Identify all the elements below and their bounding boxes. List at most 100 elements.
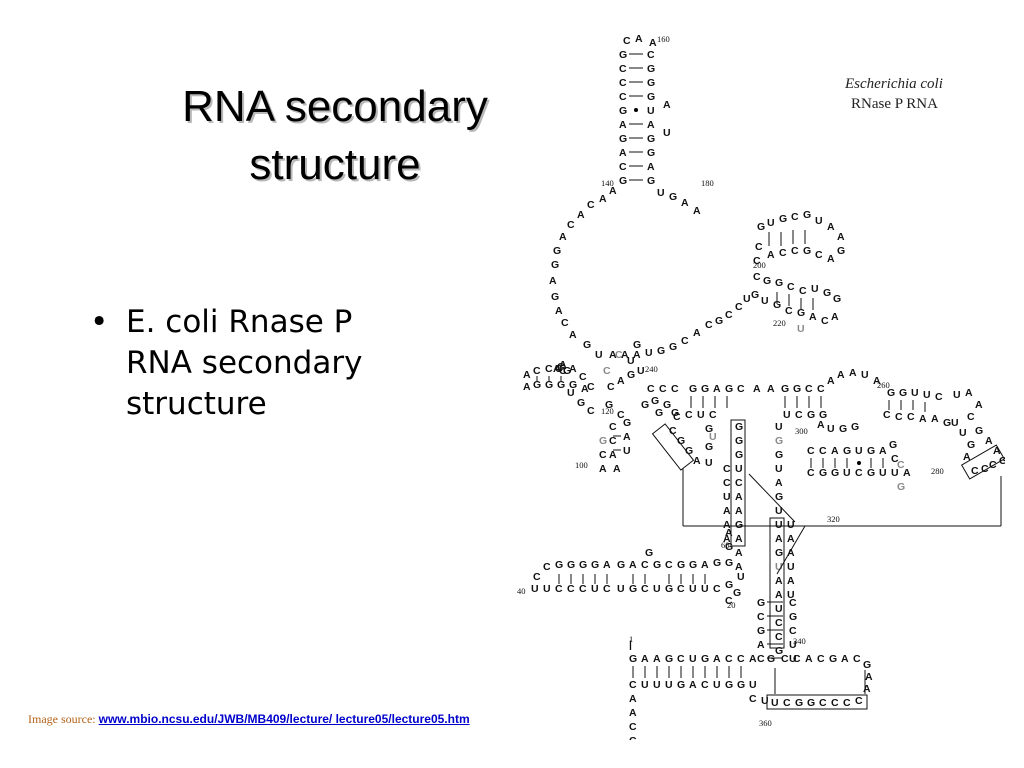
svg-text:C: C (753, 271, 761, 283)
svg-text:A: A (599, 463, 607, 475)
svg-text:G: G (577, 397, 585, 409)
svg-text:A: A (653, 653, 661, 665)
svg-text:A: A (633, 349, 641, 361)
svg-text:C: C (895, 411, 903, 423)
svg-text:C: C (533, 571, 541, 583)
svg-text:A: A (805, 653, 813, 665)
svg-text:G: G (555, 559, 563, 571)
svg-text:U: U (665, 679, 673, 691)
svg-text:A: A (837, 369, 845, 381)
svg-text:C: C (567, 219, 575, 231)
position-label-260: 260 (877, 380, 890, 390)
svg-text:C: C (543, 561, 551, 573)
svg-text:U: U (775, 421, 783, 433)
svg-text:G: G (551, 291, 559, 303)
svg-text:G: G (677, 679, 685, 691)
svg-text:C: C (557, 361, 565, 373)
svg-text:C: C (749, 693, 757, 705)
svg-text:A: A (681, 197, 689, 209)
svg-text:A: A (817, 419, 825, 431)
svg-text:C: C (779, 247, 787, 259)
bullet-line-2: RNA secondary (126, 345, 363, 381)
svg-text:A: A (713, 383, 721, 395)
svg-text:U: U (663, 127, 671, 139)
svg-text:G: G (647, 147, 655, 159)
svg-text:G: G (545, 379, 553, 391)
source-link[interactable]: www.mbio.ncsu.edu/JWB/MB409/lecture/ lec… (98, 712, 470, 726)
svg-text:G: G (897, 481, 905, 493)
svg-text:C: C (807, 467, 815, 479)
svg-text:A: A (841, 653, 849, 665)
svg-text:U: U (959, 427, 967, 439)
svg-text:G: G (851, 421, 859, 433)
svg-text:U: U (843, 467, 851, 479)
svg-text:A: A (873, 375, 881, 387)
svg-text:A: A (787, 575, 795, 587)
svg-text:G: G (775, 547, 783, 559)
svg-text:U: U (637, 365, 645, 377)
position-label-300: 300 (795, 426, 808, 436)
svg-text:C: C (855, 695, 863, 707)
svg-text:C: C (723, 463, 731, 475)
svg-text:C: C (617, 409, 625, 421)
svg-text:U: U (775, 603, 783, 615)
svg-text:G: G (773, 299, 781, 311)
svg-text:G: G (735, 519, 743, 531)
svg-text:A: A (647, 119, 655, 131)
svg-text:A: A (827, 375, 835, 387)
svg-text:U: U (647, 105, 655, 117)
svg-text:U: U (617, 583, 625, 595)
svg-text:G: G (579, 559, 587, 571)
svg-text:G: G (655, 407, 663, 419)
svg-text:A: A (609, 185, 617, 197)
svg-text:C: C (807, 445, 815, 457)
svg-text:G: G (803, 209, 811, 221)
svg-text:C: C (757, 611, 765, 623)
svg-text:U: U (783, 409, 791, 421)
svg-text:U: U (595, 349, 603, 361)
svg-text:G: G (807, 409, 815, 421)
svg-text:G: G (647, 63, 655, 75)
svg-text:C: C (753, 255, 761, 267)
svg-text:U: U (697, 409, 705, 421)
svg-text:G: G (803, 245, 811, 257)
svg-text:C: C (967, 411, 975, 423)
svg-text:C: C (705, 319, 713, 331)
svg-text:C: C (533, 365, 541, 377)
svg-text:A: A (629, 559, 637, 571)
svg-text:C: C (831, 697, 839, 709)
svg-text:U: U (689, 583, 697, 595)
bullet-line-3: structure (126, 386, 267, 422)
svg-text:G: G (735, 449, 743, 461)
svg-text:G: G (647, 175, 655, 187)
position-label-200: 200 (753, 260, 766, 270)
svg-text:G: G (975, 425, 983, 437)
svg-text:C: C (907, 411, 915, 423)
svg-text:C: C (619, 91, 627, 103)
svg-text:A: A (559, 359, 567, 371)
svg-text:A: A (975, 399, 983, 411)
source-prefix: Image source: (28, 712, 96, 726)
svg-text:A: A (725, 527, 733, 539)
svg-text:C: C (609, 421, 617, 433)
svg-text:G: G (557, 379, 565, 391)
title-line-2: structure (249, 140, 421, 189)
svg-text:G: G (751, 289, 759, 301)
svg-text:U: U (891, 467, 899, 479)
svg-text:C: C (561, 317, 569, 329)
svg-text:A: A (723, 519, 731, 531)
svg-text:C: C (619, 77, 627, 89)
svg-text:C: C (599, 449, 607, 461)
svg-text:A: A (599, 193, 607, 205)
svg-text:U: U (879, 467, 887, 479)
svg-text:A: A (603, 559, 611, 571)
svg-text:G: G (705, 423, 713, 435)
svg-text:G: G (823, 287, 831, 299)
svg-text:C: C (647, 383, 655, 395)
svg-text:C: C (981, 463, 989, 475)
svg-text:A: A (559, 231, 567, 243)
svg-text:A: A (523, 381, 531, 393)
svg-text:C: C (665, 559, 673, 571)
svg-text:G: G (605, 399, 613, 411)
position-label-340: 340 (793, 636, 806, 646)
